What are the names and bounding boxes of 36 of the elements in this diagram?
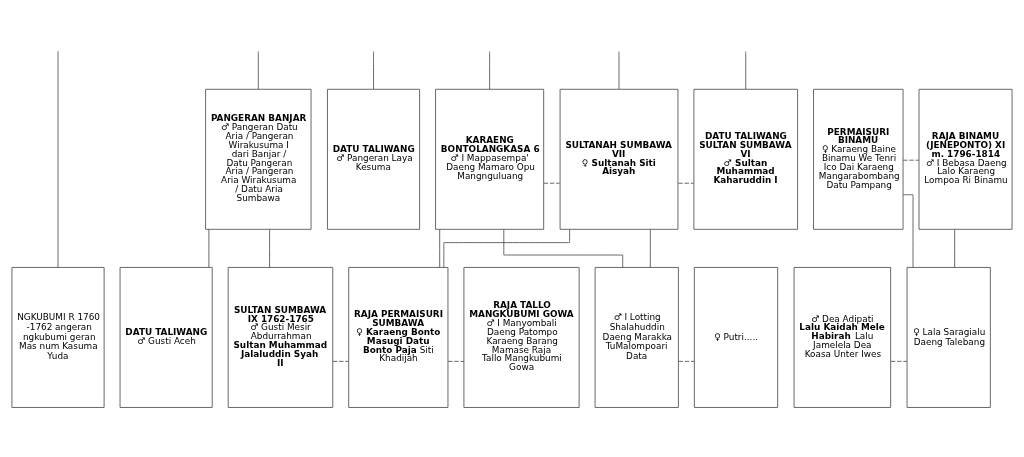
node-box: DATU TALIWANG ♂ Gusti Aceh <box>119 266 213 408</box>
connector <box>447 360 465 362</box>
connector <box>439 228 441 268</box>
connector <box>57 50 59 268</box>
node-box: ♂ I Lotting Shalahuddin Daeng Marakka TuMalompoari Data <box>594 266 679 408</box>
connector <box>902 193 914 268</box>
connector <box>543 182 561 184</box>
node-box: ♀ Lala Saragialu Daeng Talebang <box>906 266 991 408</box>
connector <box>503 228 624 268</box>
connector <box>890 360 908 362</box>
connector <box>678 360 695 362</box>
node-box: PANGERAN BANJAR ♂ Pangeran Datu Aria / Pangeran Wirakusuma I dari Banjar / Datu Pangeran Aria / Pangeran Aria Wirakusuma / Datu Aria Sumbawa <box>205 88 312 230</box>
connector <box>208 228 210 268</box>
connector <box>618 50 620 90</box>
node-box: SULTANAH SUMBAWA VII ♀ Sultanah Siti Aisyah <box>559 88 679 230</box>
connector <box>269 228 271 268</box>
connector <box>257 50 259 90</box>
node-box: SULTAN SUMBAWA IX 1762-1765 ♂ Gusti Mesir Abdurrahman Sultan Muhammad Jalaluddin Syah II <box>227 266 334 408</box>
node-box: RAJA PERMAISURI SUMBAWA ♀ Karaeng Bonto Masugi Datu Bonto Paja Siti Khadijah <box>348 266 449 408</box>
connector <box>954 228 956 268</box>
node-box: PERMAISURI BINAMU ♀ Karaeng Baine Binamu We Tenri Ico Dai Karaeng Mangarabombang Datu Pampang <box>813 88 904 230</box>
connector <box>649 228 651 268</box>
node-box: DATU TALIWANG ♂ Pangeran Laya Kesuma <box>327 88 421 230</box>
node-box: NGKUBUMI R 1760 -1762 angeran ngkubumi geran Mas num Kasuma Yuda <box>11 266 105 408</box>
connector <box>902 159 920 161</box>
node-box: ♂ Dea Adipati Lalu Kaidah Mele Habirah Lalu Jamelela Dea Koasa Unter Iwes <box>793 266 892 408</box>
connector <box>677 182 695 184</box>
connector <box>373 50 374 90</box>
node-box: DATU TALIWANG SULTAN SUMBAWA VI ♂ Sultan Muhammad Kaharuddin I <box>693 88 799 230</box>
node-box: KARAENG BONTOLANGKASA 6 ♂ I Mappasempa' Daeng Mamaro Opu Mangnguluang <box>435 88 545 230</box>
node-box: RAJA BINAMU (JENEPONTO) XI m. 1796-1814 ♂ I Bebasa Daeng Lalo Karaeng Lompoa Ri Binamu <box>918 88 1013 230</box>
node-box: ♀ Putri..... <box>693 266 779 408</box>
connector <box>745 50 747 90</box>
connector <box>332 360 349 362</box>
connector <box>489 50 491 90</box>
node-box: RAJA TALLO MANGKUBUMI GOWA ♂ I Manyombali Daeng Patompo Karaeng Barang Mamase Raja Tallo Mangkubumi Gowa <box>463 266 580 408</box>
